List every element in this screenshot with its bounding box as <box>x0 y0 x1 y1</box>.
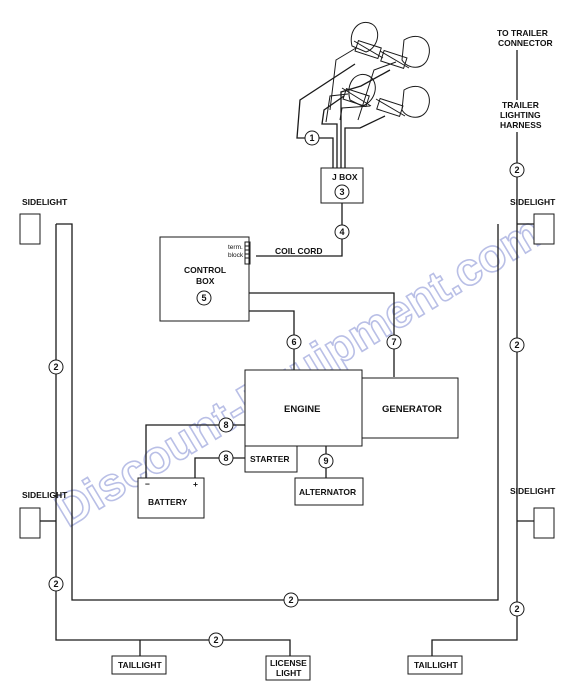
svg-text:7: 7 <box>391 337 396 347</box>
to-trailer-connector-2: CONNECTOR <box>498 38 553 48</box>
callout-8-engine: 8 <box>218 417 234 433</box>
battery-positive: + <box>193 479 198 489</box>
svg-text:1: 1 <box>309 133 314 143</box>
callout-5: 5 <box>196 290 212 306</box>
callout-6: 6 <box>286 334 302 350</box>
control-box-label-2: BOX <box>196 276 215 286</box>
term-block-label-1: term. <box>228 244 243 251</box>
callout-2-right-low: 2 <box>509 601 525 617</box>
callout-9: 9 <box>318 453 334 469</box>
callout-2-bottom: 2 <box>283 592 299 608</box>
sidelight-right-bottom <box>533 507 555 539</box>
lamp-wires <box>296 63 391 170</box>
callout-4: 4 <box>334 224 350 240</box>
sidelight-left-top <box>19 213 41 245</box>
trailer-harness-3: HARNESS <box>500 120 542 130</box>
callout-2-right: 2 <box>509 337 525 353</box>
svg-text:2: 2 <box>514 340 519 350</box>
svg-text:3: 3 <box>339 187 344 197</box>
light-tower-lamps-icon <box>325 22 430 123</box>
taillight-left <box>111 655 167 675</box>
callout-2-harness: 2 <box>509 162 525 178</box>
trailer-harness-2: LIGHTING <box>500 110 541 120</box>
svg-text:2: 2 <box>514 604 519 614</box>
license-light-label-2: LIGHT <box>276 668 302 678</box>
sidelight-left-bottom-label: SIDELIGHT <box>22 490 68 500</box>
svg-text:8: 8 <box>223 453 228 463</box>
battery-box <box>137 477 205 519</box>
license-light-label-1: LICENSE <box>270 658 307 668</box>
trailer-harness-1: TRAILER <box>502 100 539 110</box>
generator-box <box>361 377 459 439</box>
term-block <box>244 241 251 265</box>
svg-text:2: 2 <box>514 165 519 175</box>
sidelight-left-top-label: SIDELIGHT <box>22 197 68 207</box>
callout-1: 1 <box>304 130 320 146</box>
control-box-label-1: CONTROL <box>184 265 226 275</box>
svg-text:8: 8 <box>223 420 228 430</box>
alternator-box <box>294 477 364 506</box>
engine-label: ENGINE <box>284 404 320 415</box>
starter-box <box>244 445 298 473</box>
battery-negative: − <box>145 479 150 489</box>
svg-text:2: 2 <box>213 635 218 645</box>
callout-2-left: 2 <box>48 359 64 375</box>
svg-text:2: 2 <box>53 579 58 589</box>
coil-cord-label: COIL CORD <box>275 246 323 256</box>
sidelight-right-top <box>533 213 555 245</box>
callout-7: 7 <box>386 334 402 350</box>
battery-label: BATTERY <box>148 497 188 507</box>
to-trailer-connector-1: TO TRAILER <box>497 28 548 38</box>
license-light <box>265 655 311 681</box>
starter-label: STARTER <box>250 454 290 464</box>
alternator-label: ALTERNATOR <box>299 487 356 497</box>
taillight-right-label: TAILLIGHT <box>414 660 459 670</box>
taillight-left-label: TAILLIGHT <box>118 660 163 670</box>
svg-text:5: 5 <box>201 293 206 303</box>
term-block-label-2: block <box>228 252 244 259</box>
sidelight-right-bottom-label: SIDELIGHT <box>510 486 556 496</box>
callout-3: 3 <box>334 184 350 200</box>
sidelight-right-top-label: SIDELIGHT <box>510 197 556 207</box>
callout-8-battery: 8 <box>218 450 234 466</box>
control-box <box>159 236 250 322</box>
svg-text:2: 2 <box>53 362 58 372</box>
svg-text:9: 9 <box>323 456 328 466</box>
svg-text:6: 6 <box>291 337 296 347</box>
callout-2-tail: 2 <box>208 632 224 648</box>
callout-2-left-low: 2 <box>48 576 64 592</box>
taillight-right <box>407 655 463 675</box>
sidelight-left-bottom <box>19 507 41 539</box>
generator-label: GENERATOR <box>382 404 442 415</box>
jbox-label: J BOX <box>332 172 358 182</box>
svg-text:2: 2 <box>288 595 293 605</box>
svg-text:4: 4 <box>339 227 344 237</box>
